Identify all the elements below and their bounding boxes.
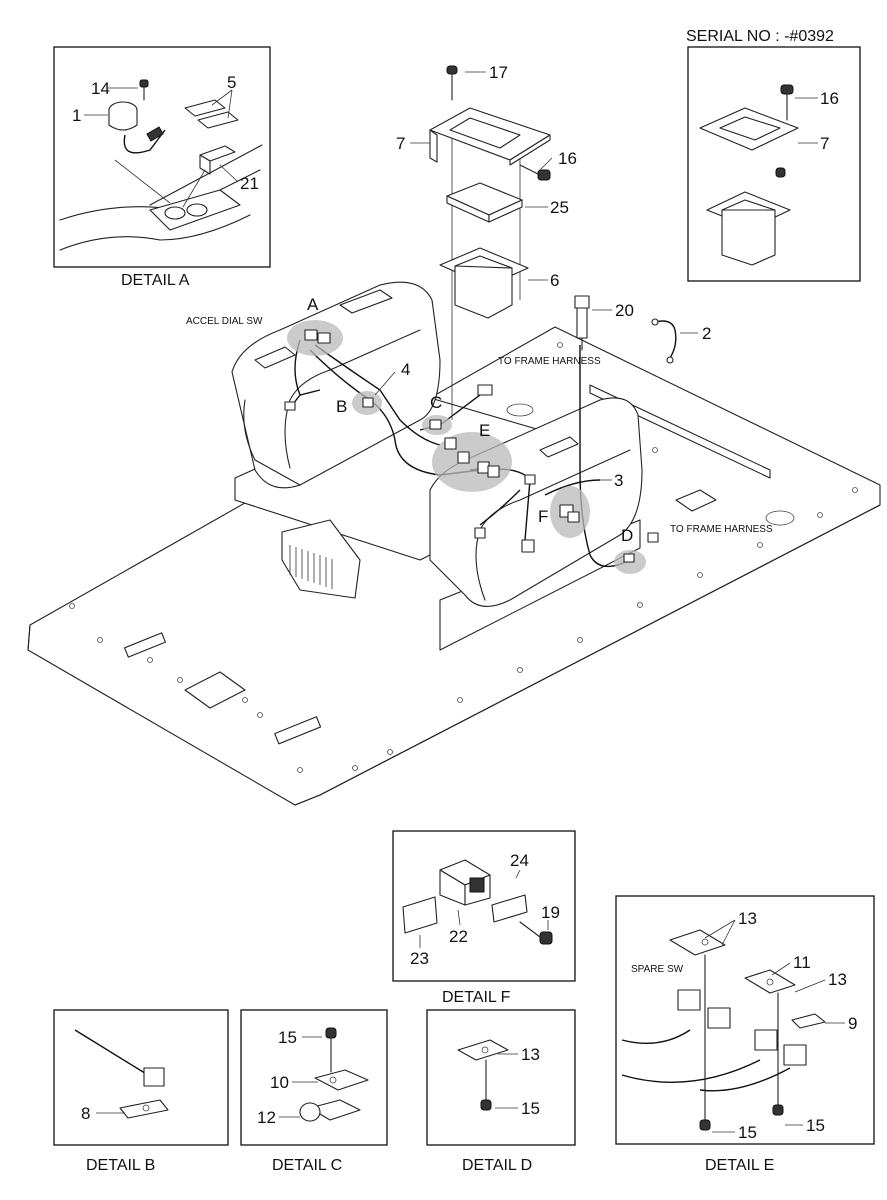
part-25-label: 25	[550, 198, 569, 217]
detail-f-caption: DETAIL F	[442, 989, 511, 1006]
detail-b	[53, 1009, 229, 1146]
part-13-label-e-top: 13	[738, 909, 757, 928]
harness-connectors	[284, 329, 659, 563]
detail-f	[392, 830, 576, 982]
exploded-stack	[429, 65, 677, 420]
accel-dial-sw-label: ACCEL DIAL SW	[186, 316, 263, 327]
callout-a: A	[307, 295, 319, 314]
part-9-label: 9	[848, 1014, 857, 1033]
detail-e	[615, 895, 875, 1145]
leader-lines	[84, 71, 845, 1133]
part-24-label: 24	[510, 851, 529, 870]
part-17-label: 17	[489, 63, 508, 82]
callout-e: E	[479, 421, 490, 440]
part-21-label: 21	[240, 174, 259, 193]
part-10-label: 10	[270, 1073, 289, 1092]
part-13-label-e-right: 13	[828, 970, 847, 989]
part-15-label-c: 15	[278, 1028, 297, 1047]
part-2-label: 2	[702, 324, 711, 343]
spare-sw-label: SPARE SW	[631, 964, 684, 975]
detail-a-caption: DETAIL A	[121, 272, 190, 289]
text-labels: SERIAL NO : -#0392 DETAIL A DETAIL F DET…	[72, 28, 857, 1174]
part-14-label: 14	[91, 79, 110, 98]
part-8-label: 8	[81, 1104, 90, 1123]
vent-slats	[289, 545, 333, 589]
part-15-label-e-left: 15	[738, 1123, 757, 1142]
callout-d: D	[621, 526, 633, 545]
detail-e-caption: DETAIL E	[705, 1157, 774, 1174]
part-23-label: 23	[410, 949, 429, 968]
to-frame-harness-text-1: TO FRAME HARNESS	[498, 356, 601, 367]
part-6-label: 6	[550, 271, 559, 290]
part-5-label: 5	[227, 73, 236, 92]
part-7-label-main: 7	[396, 134, 405, 153]
part-7-label-serial: 7	[820, 134, 829, 153]
serial-number-label: SERIAL NO : -#0392	[686, 28, 834, 45]
detail-c-caption: DETAIL C	[272, 1157, 342, 1174]
part-19-label: 19	[541, 903, 560, 922]
detail-b-caption: DETAIL B	[86, 1157, 155, 1174]
detail-c	[240, 1009, 388, 1146]
part-4-label: 4	[401, 360, 410, 379]
part-3-label: 3	[614, 471, 623, 490]
part-13-label-d: 13	[521, 1045, 540, 1064]
to-frame-harness-text-2: TO FRAME HARNESS	[670, 524, 773, 535]
part-15-label-d: 15	[521, 1099, 540, 1118]
part-12-label: 12	[257, 1108, 276, 1127]
part-20-label: 20	[615, 301, 634, 320]
to-frame-harness-label-2: TO FRAME HARNESS	[670, 524, 773, 535]
detail-a	[53, 46, 271, 268]
serial-detail	[687, 46, 861, 282]
callout-f: F	[538, 507, 548, 526]
part-22-label: 22	[449, 927, 468, 946]
part-1-label: 1	[72, 106, 81, 125]
callout-b: B	[336, 397, 347, 416]
to-frame-harness-label-1: TO FRAME HARNESS	[498, 356, 601, 367]
part-11-label: 11	[793, 953, 811, 972]
part-16-label-main: 16	[558, 149, 577, 168]
detail-d	[426, 1009, 576, 1146]
part-16-label-serial: 16	[820, 89, 839, 108]
part-15-label-e-right: 15	[806, 1116, 825, 1135]
detail-d-caption: DETAIL D	[462, 1157, 532, 1174]
callout-c: C	[430, 393, 442, 412]
